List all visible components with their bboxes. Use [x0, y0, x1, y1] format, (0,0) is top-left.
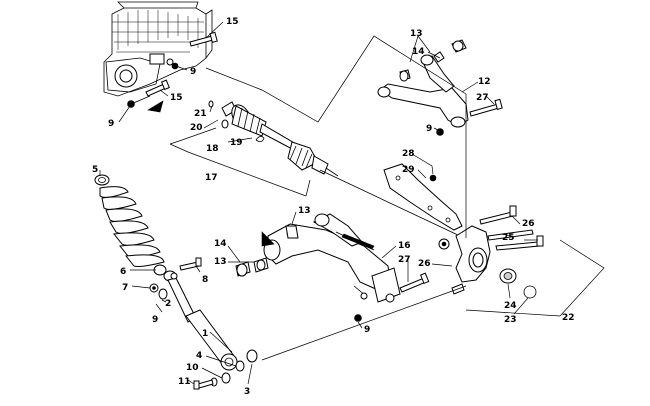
frame-nut-9-left: [127, 95, 151, 108]
frame-bolt-15-lower: [145, 79, 170, 97]
callout-9d: 9: [152, 315, 158, 325]
callout-8: 8: [202, 275, 208, 285]
callout-9b: 9: [108, 119, 114, 129]
lower-bushings-13-14: [235, 257, 269, 277]
lower-bolt-27: [399, 272, 430, 293]
callout-3: 3: [244, 387, 250, 397]
callout-9a: 9: [190, 67, 196, 77]
callout-20: 20: [190, 123, 203, 133]
callout-21: 21: [194, 109, 207, 119]
arrow-marker-lower: [261, 231, 275, 247]
callout-2: 2: [165, 299, 171, 309]
callout-14b: 14: [214, 239, 227, 249]
arrow-marker-top: [147, 100, 164, 113]
callout-27b: 27: [398, 255, 411, 265]
callout-29: 29: [402, 165, 415, 175]
group-frame-lines: [205, 35, 467, 361]
guard-screw-28: [429, 174, 437, 182]
group-bracket-22: [465, 239, 605, 317]
callout-13c: 13: [214, 257, 227, 267]
callout-1: 1: [202, 329, 208, 339]
callout-9c: 9: [426, 124, 432, 134]
callout-14a: 14: [412, 47, 425, 57]
callout-4: 4: [196, 351, 202, 361]
callout-28: 28: [402, 149, 415, 159]
callout-24: 24: [504, 301, 517, 311]
callout-5: 5: [92, 165, 98, 175]
callout-15b: 15: [170, 93, 183, 103]
callout-9e: 9: [364, 325, 370, 335]
shock-bushings-2-7: [158, 272, 178, 300]
frame-nut-9-right: [171, 62, 179, 70]
callout-13a: 13: [410, 29, 423, 39]
shock-spring: [94, 174, 165, 267]
knuckle-bolts-26-25: [451, 205, 544, 295]
shock-bolt-8: [179, 257, 202, 271]
callout-11: 11: [178, 377, 191, 387]
upper-bushings: [399, 39, 467, 82]
callout-labels: 15 9 15 9 21 20 19 18 17 13 14 12 27 9 2…: [92, 17, 575, 397]
upper-nut-9: [436, 128, 444, 136]
callout-16: 16: [398, 241, 411, 251]
shock-absorber: [149, 270, 238, 371]
frame-assembly: [103, 1, 213, 97]
frame-bolt-15-top: [189, 31, 218, 47]
callout-19: 19: [230, 138, 243, 148]
leader-lines: [99, 21, 538, 385]
upper-a-arm: [377, 54, 469, 128]
bearing-24: [499, 268, 517, 284]
upper-bolt-27: [469, 98, 503, 117]
callout-27a: 27: [476, 93, 489, 103]
shock-mount-hardware: [193, 349, 258, 390]
drive-axle: [208, 100, 461, 237]
callout-25: 25: [502, 233, 515, 243]
group-bracket-17: [169, 127, 311, 197]
callout-6: 6: [120, 267, 126, 277]
callout-17: 17: [205, 173, 218, 183]
snap-ring-23: [523, 285, 537, 299]
callout-7: 7: [122, 283, 128, 293]
callout-12: 12: [478, 77, 491, 87]
callout-26b: 26: [418, 259, 431, 269]
callout-26a: 26: [522, 219, 535, 229]
callout-23: 23: [504, 315, 517, 325]
callout-15a: 15: [226, 17, 239, 27]
callout-10: 10: [186, 363, 199, 373]
callout-13b: 13: [298, 206, 311, 216]
lower-bushing-13: [285, 225, 299, 239]
skid-guard: [383, 163, 463, 231]
axle-clip-19: [255, 136, 265, 142]
lower-nut-9: [354, 314, 362, 322]
steering-knuckle: [438, 225, 491, 283]
callout-22: 22: [562, 313, 575, 323]
lower-a-arm: [263, 213, 401, 303]
callout-18: 18: [206, 144, 219, 154]
